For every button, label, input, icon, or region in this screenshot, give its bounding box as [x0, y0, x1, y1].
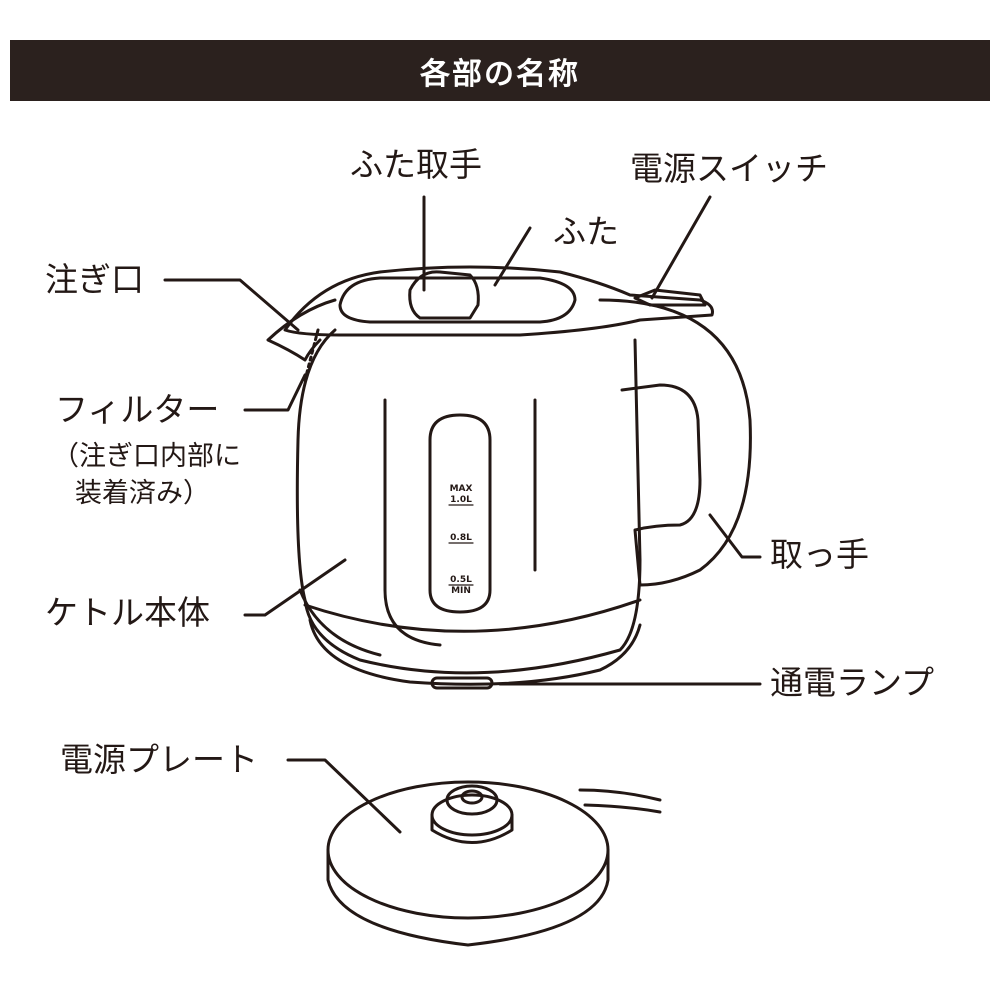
label-filter: フィルター [55, 390, 220, 429]
gauge-min-value: 0.5L [450, 575, 472, 585]
kettle-lid [338, 276, 577, 324]
leader-plate [286, 758, 402, 834]
label-lid: ふた [553, 212, 619, 251]
label-lid-handle: ふた取手 [350, 145, 482, 184]
label-power-lamp: 通電ランプ [770, 663, 935, 702]
gauge-mid-value: 0.8L [450, 533, 472, 543]
kettle-body [295, 328, 642, 675]
leader-switch [650, 195, 712, 300]
power-switch-shape [633, 288, 707, 307]
leader-filter [243, 373, 307, 412]
leader-handle [708, 513, 762, 559]
label-filter-note-1: （注ぎ口内部に [52, 441, 241, 472]
label-kettle-body: ケトル本体 [45, 593, 210, 632]
title-bar: 各部の名称 [10, 40, 990, 101]
power-lamp-shape [430, 676, 494, 690]
page-title: 各部の名称 [420, 56, 580, 92]
leader-spout [163, 278, 300, 332]
kettle-handle [598, 298, 752, 587]
label-filter-note-2: 装着済み） [75, 478, 210, 509]
gauge-max-label: MAX [450, 484, 473, 494]
kettle-top [283, 265, 714, 337]
label-spout: 注ぎ口 [45, 260, 144, 299]
gauge-min-label: MIN [451, 586, 471, 596]
label-power-switch: 電源スイッチ [630, 149, 828, 188]
label-handle: 取っ手 [770, 535, 869, 574]
kettle-spout [266, 298, 337, 362]
leader-body [243, 558, 347, 617]
leader-lid [493, 226, 532, 287]
gauge-max-value: 1.0L [450, 495, 472, 505]
water-window [428, 413, 492, 614]
label-power-plate: 電源プレート [60, 740, 258, 779]
